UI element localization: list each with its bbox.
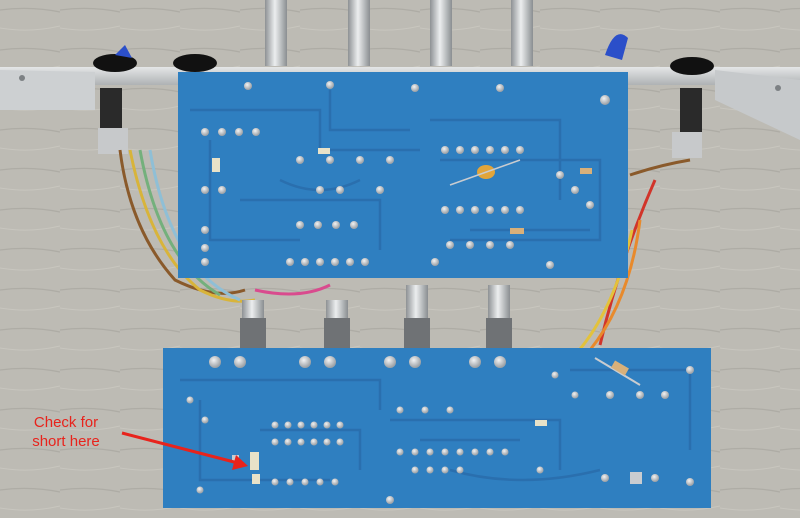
- pcb-top: [178, 72, 628, 278]
- jack-sockets: [93, 34, 714, 158]
- pcb-bottom: [163, 348, 711, 508]
- annotation-label: Check for short here: [32, 414, 100, 450]
- red-arrow: [121, 431, 248, 470]
- pot-shafts-top: [265, 0, 533, 66]
- pot-shafts-bottom: [240, 285, 512, 352]
